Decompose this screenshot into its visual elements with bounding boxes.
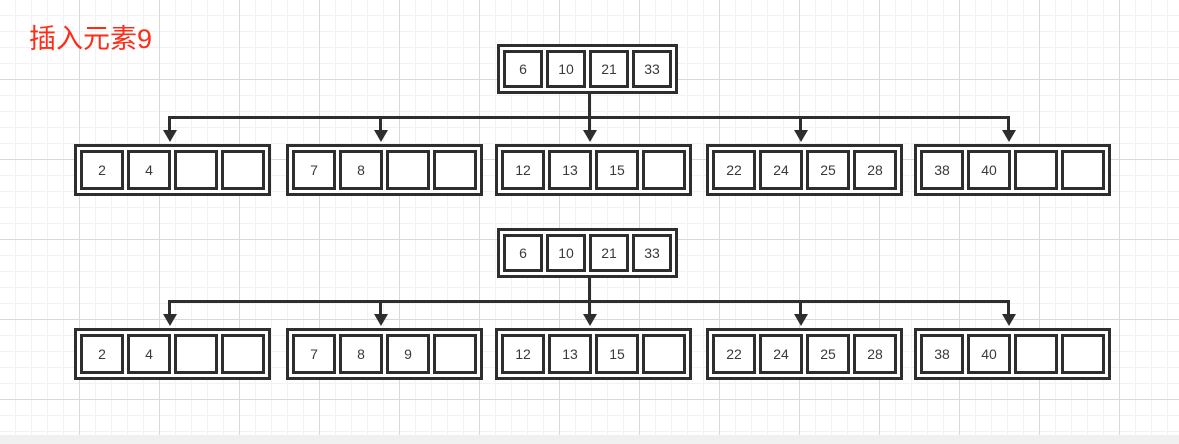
- leaf-5-before-cell-1: 40: [967, 150, 1011, 190]
- connector-drop-after-4: [799, 300, 802, 316]
- root-cell-after-3: 33: [632, 234, 672, 272]
- leaf-2-before-cell-3: [433, 150, 477, 190]
- leaf-3-before-cell-3: [642, 150, 686, 190]
- connector-drop-before-4: [799, 116, 802, 132]
- connector-root-stem-after: [588, 276, 591, 303]
- arrow-after-3: [583, 314, 597, 326]
- leaf-2-before: 7 8: [286, 144, 483, 196]
- leaf-5-before: 38 40: [914, 144, 1111, 196]
- leaf-4-before-cell-0: 22: [712, 150, 756, 190]
- leaf-5-after-cell-2: [1014, 334, 1058, 374]
- leaf-3-after-cell-0: 12: [501, 334, 545, 374]
- connector-drop-before-3: [588, 116, 591, 132]
- leaf-2-after: 7 8 9: [286, 328, 483, 380]
- leaf-3-before: 12 13 15: [495, 144, 692, 196]
- root-cell-before-2: 21: [589, 50, 629, 88]
- page-title: 插入元素9: [29, 24, 153, 54]
- leaf-4-after: 22 24 25 28: [706, 328, 903, 380]
- arrow-before-1: [163, 130, 177, 142]
- leaf-1-after: 2 4: [74, 328, 271, 380]
- leaf-2-after-cell-1: 8: [339, 334, 383, 374]
- leaf-4-after-cell-3: 28: [853, 334, 897, 374]
- arrow-before-4: [794, 130, 808, 142]
- leaf-5-before-cell-2: [1014, 150, 1058, 190]
- leaf-5-before-cell-0: 38: [920, 150, 964, 190]
- connector-root-stem-before: [588, 92, 591, 119]
- leaf-3-after-cell-3: [642, 334, 686, 374]
- leaf-1-after-cell-1: 4: [127, 334, 171, 374]
- leaf-1-before-cell-1: 4: [127, 150, 171, 190]
- leaf-1-before-cell-3: [221, 150, 265, 190]
- connector-drop-before-1: [168, 116, 171, 132]
- arrow-after-2: [374, 314, 388, 326]
- leaf-3-after-cell-1: 13: [548, 334, 592, 374]
- leaf-4-after-cell-1: 24: [759, 334, 803, 374]
- connector-drop-after-1: [168, 300, 171, 316]
- leaf-5-after-cell-3: [1061, 334, 1105, 374]
- canvas-bottom-margin: [0, 435, 1179, 444]
- arrow-after-5: [1002, 314, 1016, 326]
- leaf-5-before-cell-3: [1061, 150, 1105, 190]
- leaf-4-before-cell-3: 28: [853, 150, 897, 190]
- leaf-3-before-cell-1: 13: [548, 150, 592, 190]
- leaf-1-before-cell-2: [174, 150, 218, 190]
- leaf-5-after-cell-0: 38: [920, 334, 964, 374]
- leaf-4-after-cell-2: 25: [806, 334, 850, 374]
- root-cell-after-0: 6: [503, 234, 543, 272]
- root-cell-before-1: 10: [546, 50, 586, 88]
- connector-drop-after-3: [588, 300, 591, 316]
- arrow-after-4: [794, 314, 808, 326]
- root-cell-after-2: 21: [589, 234, 629, 272]
- leaf-4-before: 22 24 25 28: [706, 144, 903, 196]
- connector-drop-after-5: [1007, 300, 1010, 316]
- leaf-4-before-cell-2: 25: [806, 150, 850, 190]
- leaf-1-before: 2 4: [74, 144, 271, 196]
- leaf-2-after-cell-3: [433, 334, 477, 374]
- leaf-2-before-cell-1: 8: [339, 150, 383, 190]
- root-node-before: 6 10 21 33: [497, 44, 678, 94]
- leaf-3-before-cell-0: 12: [501, 150, 545, 190]
- arrow-before-5: [1002, 130, 1016, 142]
- leaf-3-after-cell-2: 15: [595, 334, 639, 374]
- arrow-after-1: [163, 314, 177, 326]
- leaf-3-before-cell-2: 15: [595, 150, 639, 190]
- leaf-5-after: 38 40: [914, 328, 1111, 380]
- root-cell-before-3: 33: [632, 50, 672, 88]
- leaf-2-after-cell-0: 7: [292, 334, 336, 374]
- leaf-2-after-cell-2: 9: [386, 334, 430, 374]
- root-cell-after-1: 10: [546, 234, 586, 272]
- leaf-2-before-cell-2: [386, 150, 430, 190]
- leaf-1-after-cell-2: [174, 334, 218, 374]
- root-cell-before-0: 6: [503, 50, 543, 88]
- arrow-before-3: [583, 130, 597, 142]
- leaf-5-after-cell-1: 40: [967, 334, 1011, 374]
- leaf-1-before-cell-0: 2: [80, 150, 124, 190]
- connector-drop-before-2: [379, 116, 382, 132]
- connector-drop-before-5: [1007, 116, 1010, 132]
- leaf-2-before-cell-0: 7: [292, 150, 336, 190]
- leaf-1-after-cell-0: 2: [80, 334, 124, 374]
- root-node-after: 6 10 21 33: [497, 228, 678, 278]
- leaf-4-after-cell-0: 22: [712, 334, 756, 374]
- leaf-1-after-cell-3: [221, 334, 265, 374]
- leaf-3-after: 12 13 15: [495, 328, 692, 380]
- leaf-4-before-cell-1: 24: [759, 150, 803, 190]
- arrow-before-2: [374, 130, 388, 142]
- connector-drop-after-2: [379, 300, 382, 316]
